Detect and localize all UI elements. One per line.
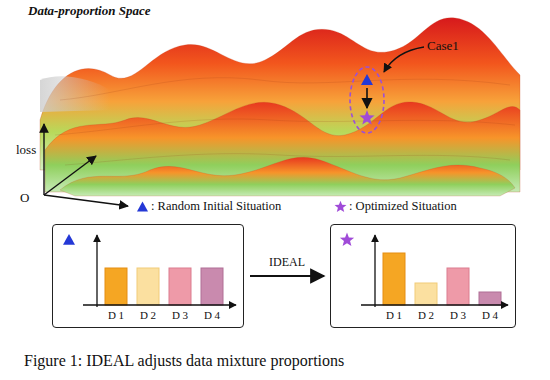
x-axis: [361, 304, 508, 305]
proportion-bar: [137, 268, 159, 305]
case-ellipse: [350, 67, 384, 133]
proportion-bar: [415, 283, 437, 305]
initial-triangle: [361, 74, 373, 85]
legend-text: : Random Initial Situation: [151, 199, 281, 214]
front-ridge: [60, 157, 515, 196]
proportion-bar: [383, 253, 405, 305]
optimized-star: [359, 110, 374, 124]
proportion-bar: [105, 268, 127, 305]
bar-label: D 3: [165, 309, 195, 321]
proportion-bar: [479, 292, 501, 305]
chart-panel: D 1D 2D 3D 4: [330, 224, 516, 328]
x-axis: [83, 304, 236, 305]
triangle-symbol: [136, 200, 149, 213]
chart-panel: D 1D 2D 3D 4: [52, 224, 244, 328]
process-arrow: [250, 275, 324, 277]
descent-arrow: [366, 88, 368, 108]
legend-shape: [137, 202, 148, 212]
proportion-bar: [201, 268, 223, 305]
bar-label: D 1: [101, 309, 131, 321]
edge-label: IDEAL: [267, 255, 307, 270]
bar-label: D 1: [379, 309, 409, 321]
bar-label: D 3: [443, 309, 473, 321]
axes: [44, 124, 128, 206]
bar-label: D 4: [197, 309, 227, 321]
bar-label: D 2: [133, 309, 163, 321]
bar-label: D 2: [411, 309, 441, 321]
figure-caption: Figure 1: IDEAL adjusts data mixture pro…: [24, 352, 344, 370]
star-symbol: [340, 233, 354, 247]
wire-lines: [55, 78, 515, 165]
case-leader: [384, 47, 424, 72]
origin-label: O: [20, 190, 29, 206]
star-symbol: [334, 200, 347, 213]
legend-shape: [335, 201, 347, 212]
y-axis: [374, 235, 375, 307]
figure-title: Data-proportion Space: [28, 3, 150, 19]
bar-label: D 4: [475, 309, 505, 321]
proportion-bar: [169, 268, 191, 305]
legend-text: : Optimized Situation: [349, 199, 457, 214]
legend-item: : Random Initial Situation: [136, 199, 281, 214]
triangle-symbol: [63, 234, 75, 245]
y-axis: [96, 235, 97, 307]
axis-label: loss: [16, 142, 36, 158]
callout-label: Case1: [427, 38, 459, 54]
proportion-bar: [447, 268, 469, 305]
legend-item: : Optimized Situation: [334, 199, 457, 214]
